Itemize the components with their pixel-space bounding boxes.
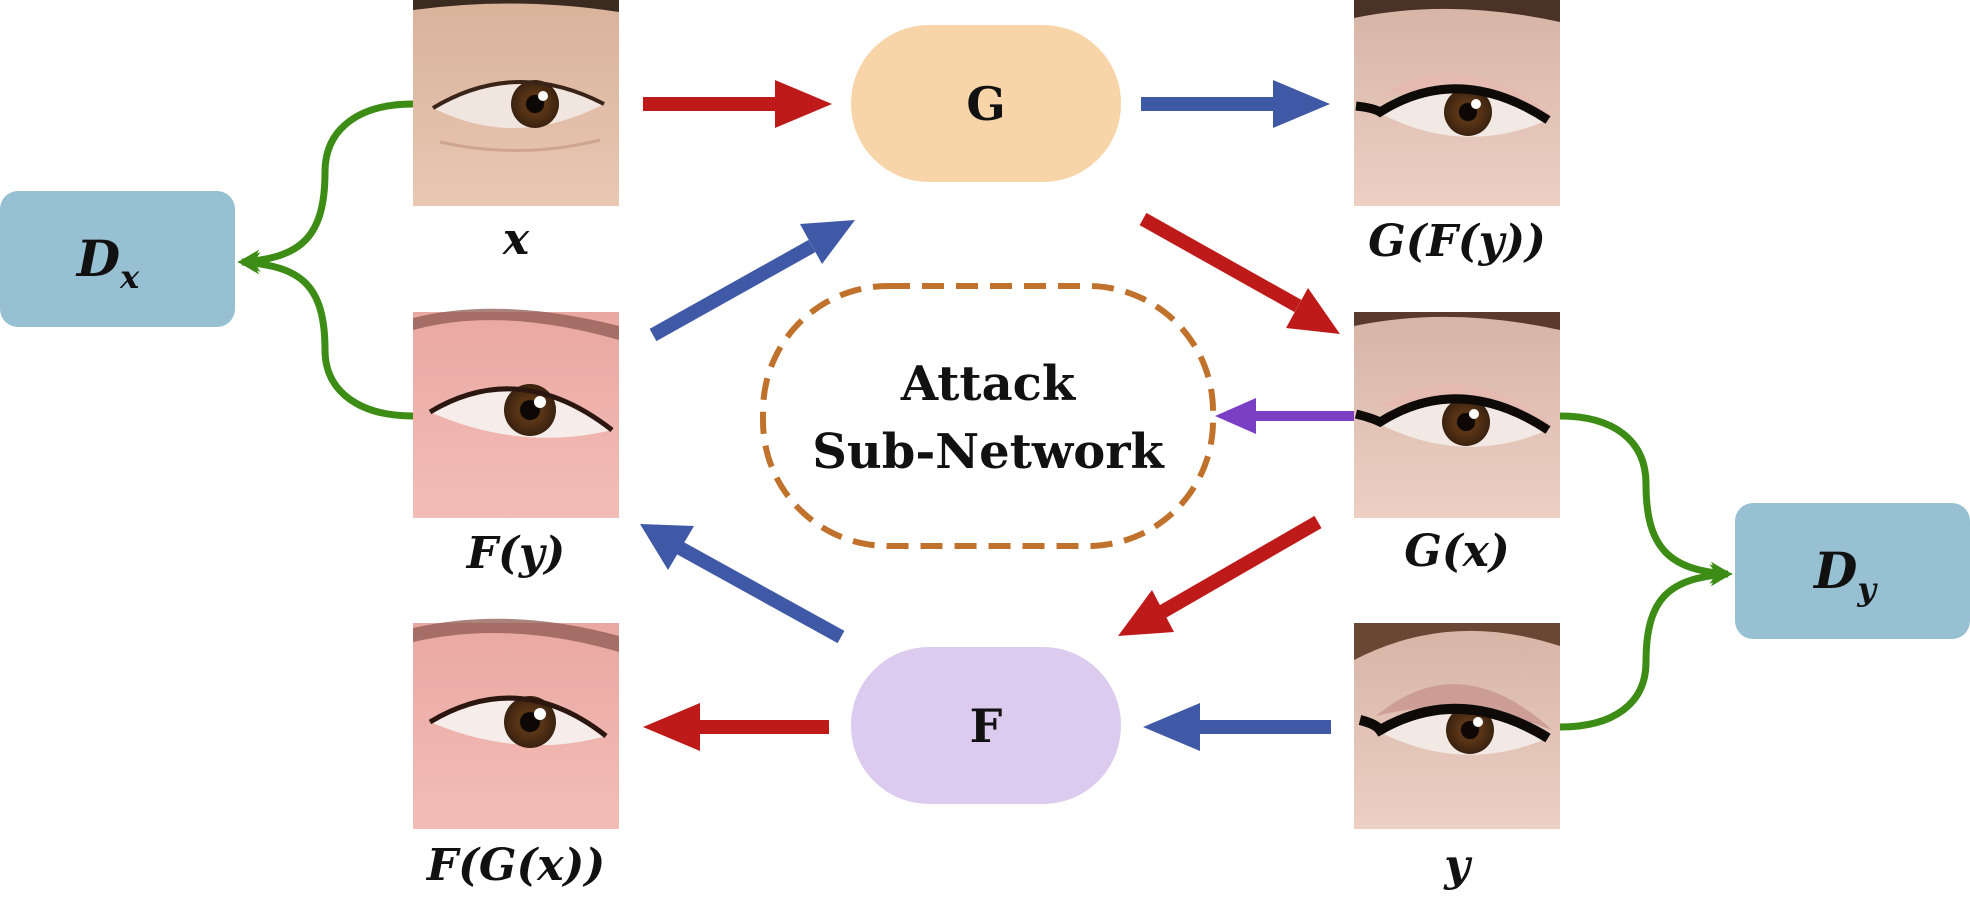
arrow-gx-to-attack: [1215, 398, 1354, 434]
arrow-gx-to-f: [1118, 515, 1322, 636]
image-g-of-x: [1354, 312, 1560, 518]
caption-g-of-x: G(x): [1404, 526, 1509, 577]
discriminator-dx-box: [0, 191, 235, 327]
caption-f-of-g-of-x: F(G(x)): [425, 840, 605, 891]
image-f-of-g-of-x: [413, 618, 619, 829]
generator-g: G: [851, 25, 1121, 182]
attack-label-line1: Attack: [900, 356, 1077, 412]
attack-sub-network: Attack Sub-Network: [760, 283, 1216, 549]
image-x: [413, 0, 619, 206]
discriminator-dx: Dx: [0, 191, 235, 327]
image-y: [1354, 623, 1560, 829]
generator-g-box: [851, 25, 1121, 182]
curve-fy-to-dx: [237, 252, 414, 420]
attack-sub-network-box: [760, 283, 1216, 549]
attack-label-line2: Sub-Network: [812, 424, 1165, 480]
image-f-of-y: [413, 308, 619, 518]
curve-y-to-dy: [1559, 564, 1733, 731]
arrow-f-to-fy: [640, 524, 845, 644]
arrow-fy-to-g: [649, 220, 855, 342]
arrow-g-to-gfy: [1141, 80, 1330, 128]
arrow-f-to-fgx: [643, 703, 829, 751]
generator-g-label: G: [966, 77, 1005, 131]
discriminator-dx-label: Dx: [75, 229, 140, 296]
generator-f-box: [851, 647, 1121, 804]
generator-f: F: [851, 647, 1121, 804]
caption-y: y: [1443, 840, 1473, 891]
caption-f-of-y: F(y): [465, 528, 565, 579]
arrow-g-to-gx: [1139, 212, 1340, 334]
caption-x: x: [502, 214, 530, 265]
caption-g-of-f-of-y: G(F(y)): [1368, 216, 1546, 267]
arrow-y-to-f: [1143, 703, 1331, 751]
discriminator-dy-box: [1735, 503, 1970, 639]
arrow-x-to-g: [643, 80, 832, 128]
image-g-of-f-of-y: [1354, 0, 1560, 206]
discriminator-dy: Dy: [1735, 503, 1970, 639]
generator-f-label: F: [970, 699, 1003, 753]
curve-gx-to-dy: [1559, 412, 1733, 584]
curve-x-to-dx: [237, 100, 414, 272]
discriminator-dy-label: Dy: [1812, 541, 1878, 608]
